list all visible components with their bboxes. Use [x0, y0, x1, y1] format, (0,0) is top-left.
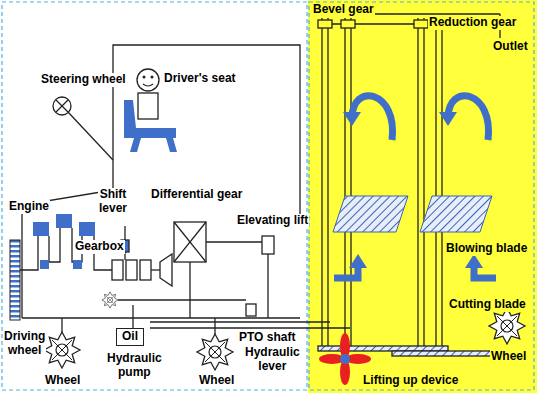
node-text: Oil	[122, 330, 138, 344]
part-label: Driver's seat	[163, 72, 237, 86]
part-label: Wheel	[44, 374, 81, 388]
blowing-blades	[333, 196, 492, 232]
part-label: Gearbox	[74, 240, 125, 254]
part-label: Engine	[8, 200, 50, 214]
part-label: PTO shaft	[238, 331, 296, 345]
gearbox-and-differential	[112, 222, 274, 318]
part-label: Elevating lift	[236, 214, 309, 228]
harvester-wheel	[489, 308, 525, 344]
pto-shaft-lines	[150, 322, 350, 328]
oil-tank-box: Oil	[116, 328, 144, 346]
part-label: Outlet	[492, 40, 529, 54]
part-label: Reduction gear	[428, 16, 517, 30]
part-label: Hydraulic pump	[106, 352, 163, 380]
part-label: Wheel	[198, 374, 235, 388]
tractor-body	[22, 45, 300, 318]
part-label: Steering wheel	[40, 73, 127, 87]
part-label: Differential gear	[150, 188, 243, 202]
part-label: Shift lever	[98, 188, 128, 216]
part-label: Blowing blade	[445, 242, 528, 256]
part-label: Hydraulic lever	[244, 346, 301, 374]
part-label: Cutting blade	[448, 298, 527, 312]
part-label: Wheel	[490, 350, 527, 364]
part-label: Lifting up device	[362, 374, 459, 388]
part-label: Driving wheel	[3, 330, 46, 358]
engine	[10, 214, 112, 320]
part-label: Bevel gear	[312, 3, 375, 17]
